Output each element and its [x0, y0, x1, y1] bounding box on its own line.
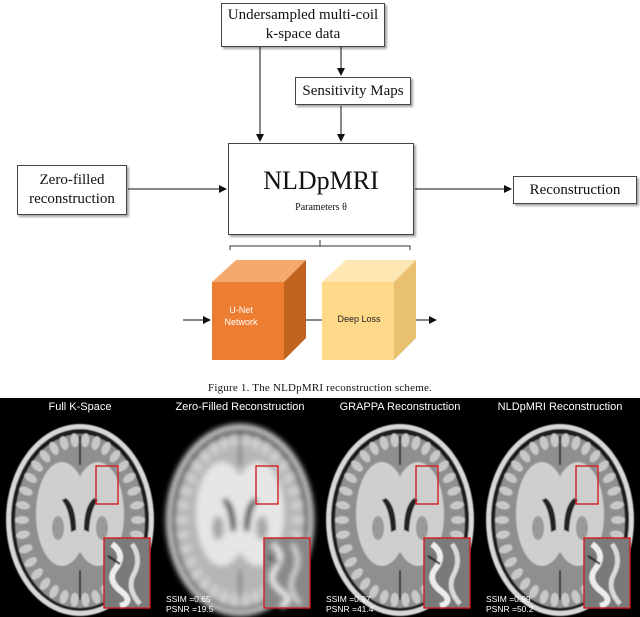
figure-caption: Figure 1. The NLDpMRI reconstruction sch…: [208, 382, 432, 394]
nldpmri-parameters: Parameters θ: [295, 201, 347, 213]
sensitivity-maps-box: Sensitivity Maps: [295, 77, 411, 105]
diagram-connectors: [128, 47, 512, 360]
unet-label: U-Net Network: [214, 304, 268, 328]
unet-cube-top: [212, 260, 306, 282]
panel-nldpmri: NLDpMRI Reconstruction SSIM =0.99 PSNR =…: [480, 398, 640, 617]
brain-image-zero-filled: [166, 424, 314, 616]
brain-image-full-kspace: [6, 424, 154, 616]
panel-grappa: GRAPPA Reconstruction SSIM =0.97 PSNR =4…: [320, 398, 480, 617]
ssim-value: SSIM =0.99: [486, 594, 531, 604]
psnr-value: PSNR =50.2: [486, 604, 534, 614]
undersampled-line2: k-space data: [265, 26, 341, 42]
nldpmri-box: NLDpMRI Parameters θ: [228, 143, 414, 235]
panel-title: Zero-Filled Reconstruction: [175, 401, 305, 413]
panel-title: GRAPPA Reconstruction: [339, 401, 461, 413]
zero-filled-line2: reconstruction: [29, 191, 115, 207]
mri-comparison-strip: Full K-Space Zero-Filled Reconstruction …: [0, 398, 640, 617]
nldpmri-title: NLDpMRI: [263, 165, 379, 195]
panel-full-kspace: Full K-Space: [0, 398, 160, 617]
loss-cube-side: [394, 260, 416, 360]
panel-title: Full K-Space: [48, 401, 112, 413]
unet-label-line1: U-Net: [229, 305, 253, 315]
zero-filled-line1: Zero-filled: [39, 172, 105, 188]
loss-cube-top: [322, 260, 416, 282]
reconstruction-output-box: Reconstruction: [513, 176, 637, 204]
loss-cube-front: [322, 282, 394, 360]
unet-cube-side: [284, 260, 306, 360]
unet-label-line2: Network: [224, 317, 258, 327]
brain-image-grappa: [326, 424, 474, 616]
deep-loss-cube: [322, 260, 416, 360]
panel-zero-filled: Zero-Filled Reconstruction SSIM =0.65 PS…: [160, 398, 320, 617]
undersampled-kspace-box: Undersampled multi-coil k-space data: [221, 3, 385, 47]
undersampled-line1: Undersampled multi-coil: [227, 7, 379, 23]
unet-cube: [212, 260, 306, 360]
sensitivity-maps-label: Sensitivity Maps: [302, 82, 404, 99]
ssim-value: SSIM =0.65: [166, 594, 211, 604]
deep-loss-label: Deep Loss: [337, 314, 381, 324]
expansion-bracket: [229, 240, 411, 250]
panel-title: NLDpMRI Reconstruction: [497, 401, 623, 413]
psnr-value: PSNR =19.5: [166, 604, 214, 614]
reconstruction-output-label: Reconstruction: [529, 181, 621, 198]
brain-image-nldpmri: [486, 424, 634, 616]
psnr-value: PSNR =41.4: [326, 604, 374, 614]
zero-filled-box: Zero-filled reconstruction: [17, 165, 127, 215]
unet-cube-front: [212, 282, 284, 360]
ssim-value: SSIM =0.97: [326, 594, 371, 604]
